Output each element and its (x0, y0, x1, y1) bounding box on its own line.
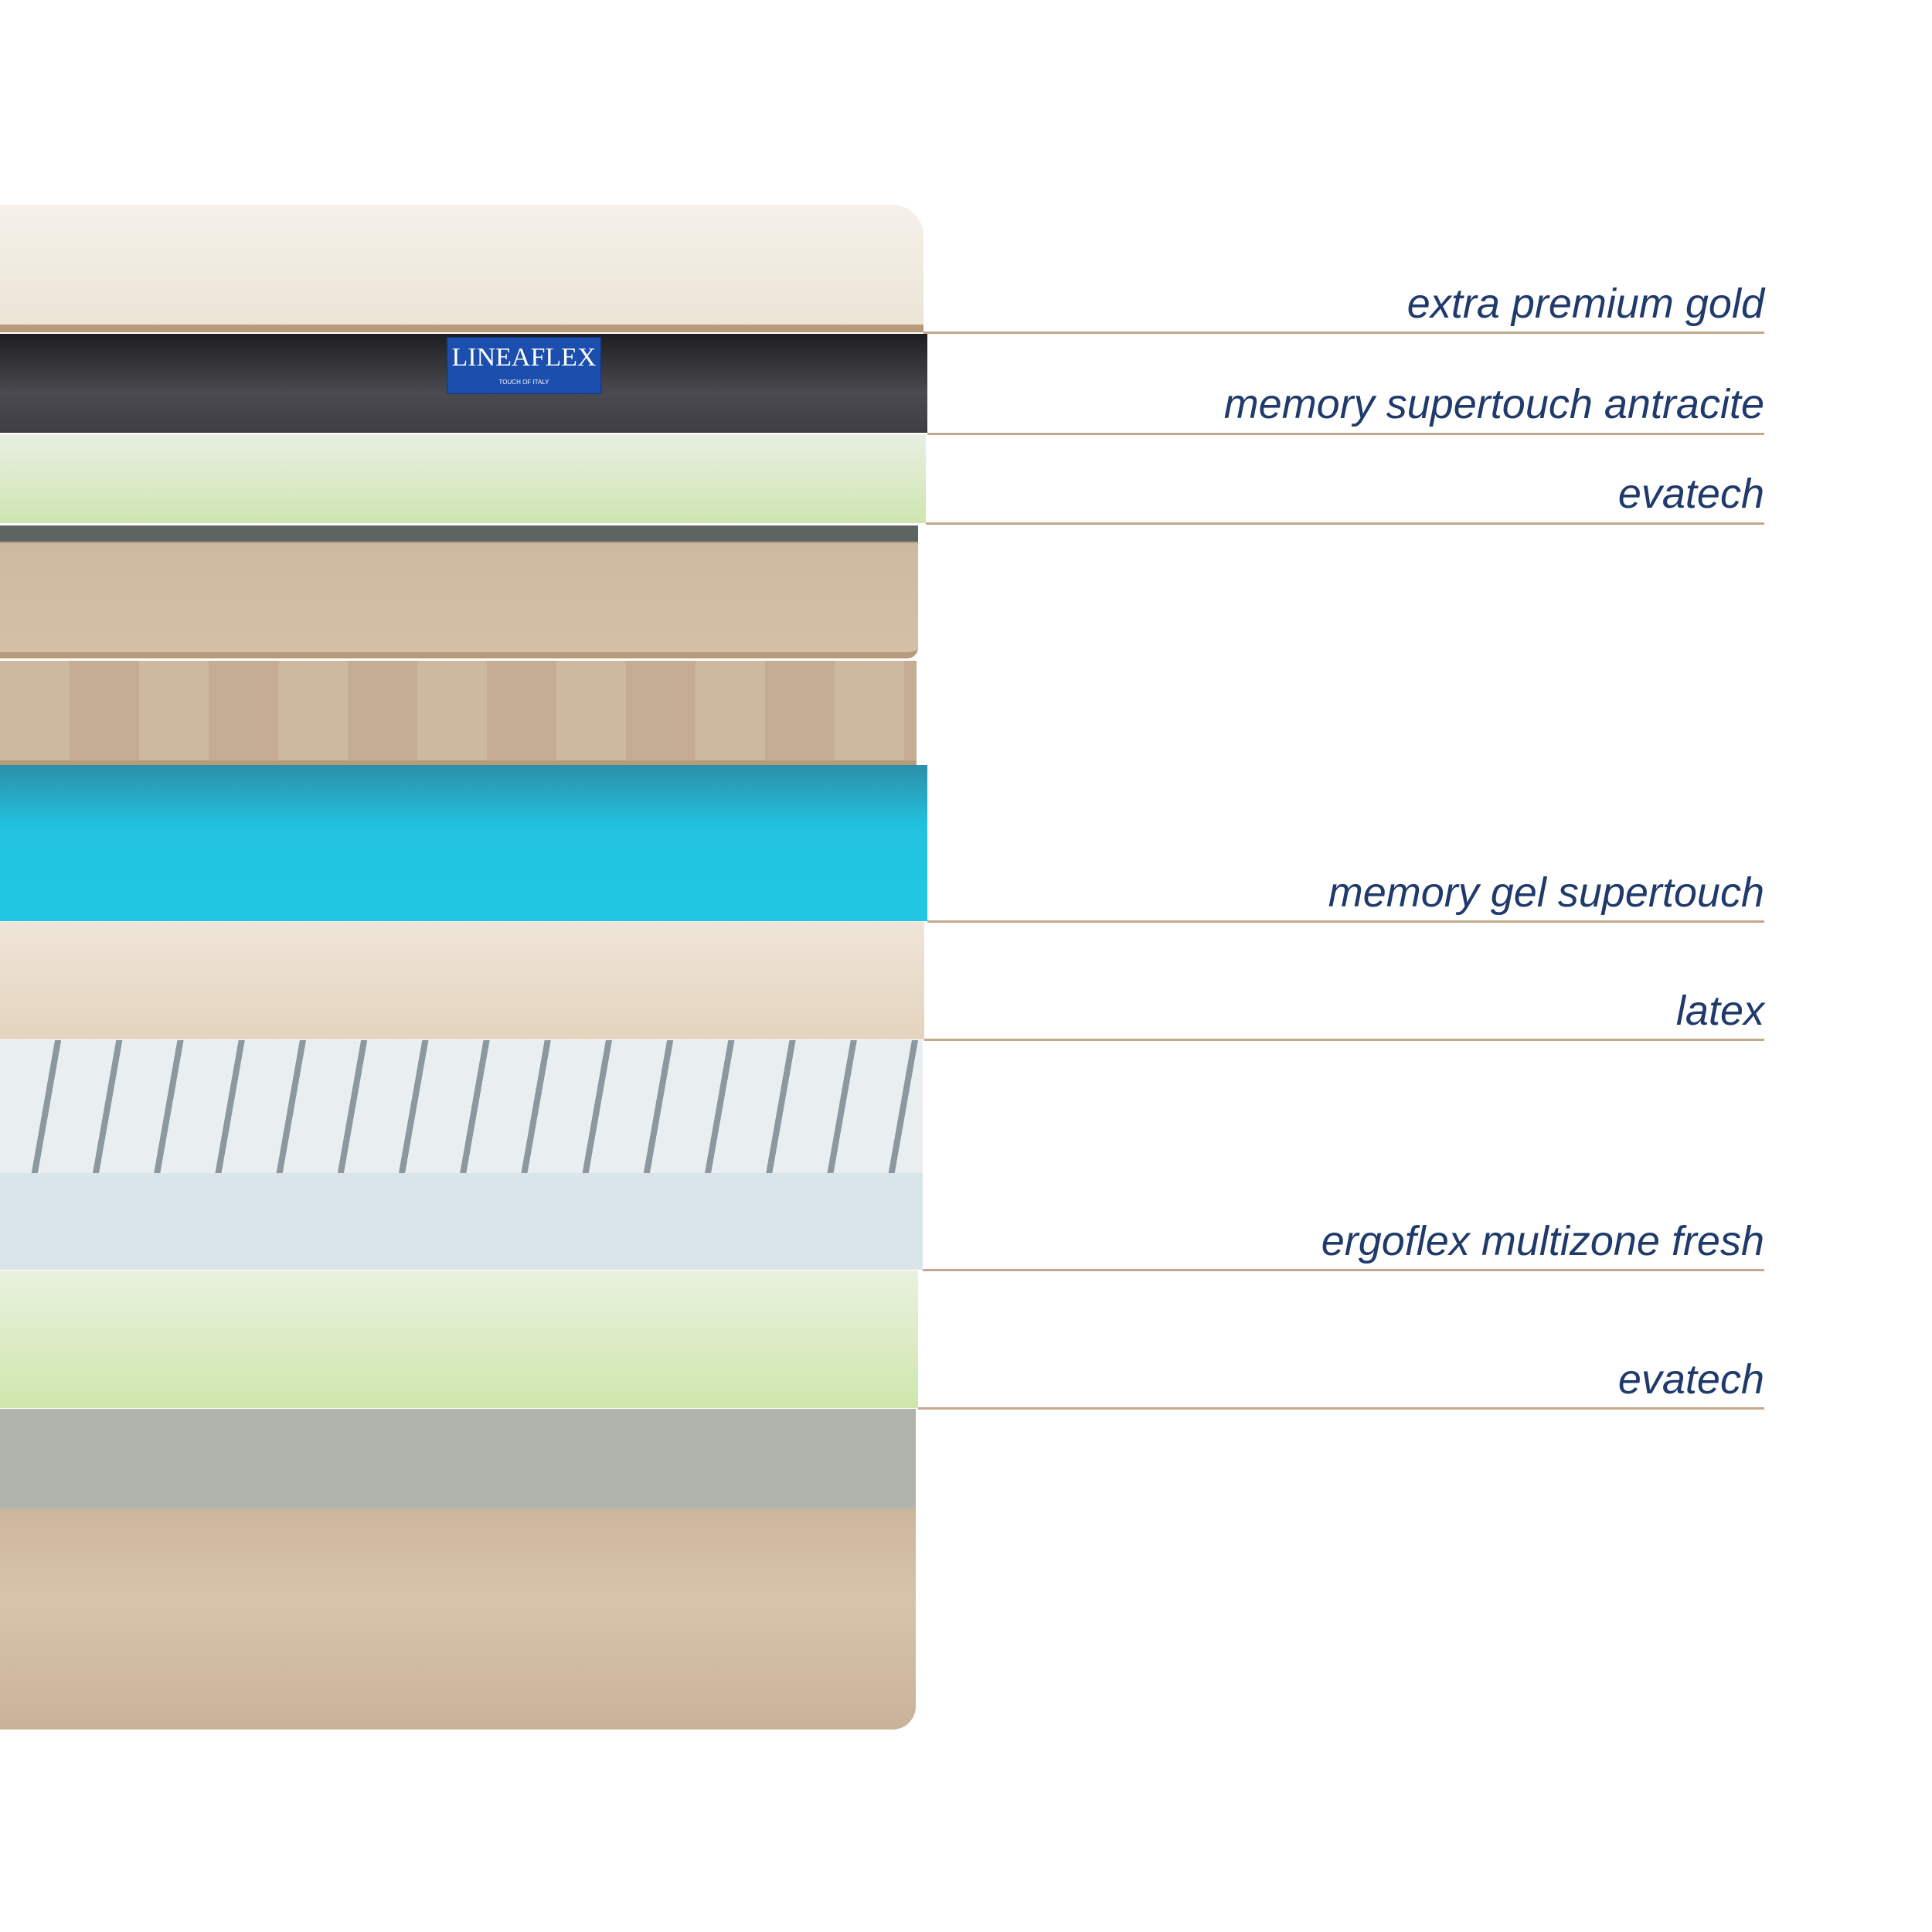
layer-label: evatech (1617, 471, 1764, 517)
leader-line (923, 1269, 1764, 1271)
leader-line (927, 920, 1764, 923)
layer-memory-gel-supertouch (0, 765, 927, 921)
brand-logo-tag: LINEAFLEX TOUCH OF ITALY (447, 337, 601, 394)
leader-line (924, 1039, 1764, 1041)
leader-line (926, 522, 1764, 525)
layer-mattress-base (0, 1409, 916, 1730)
layer-ergoflex-multizone-fresh (0, 1040, 923, 1270)
layer-label: latex (1675, 988, 1764, 1034)
layer-evatech-bottom (0, 1270, 918, 1408)
brand-tagline: TOUCH OF ITALY (498, 379, 549, 386)
leader-line (927, 433, 1764, 435)
layer-label: memory supertouch antracite (1223, 381, 1764, 427)
layer-label: ergoflex multizone fresh (1321, 1218, 1764, 1264)
layer-quilted-band (0, 661, 917, 765)
layer-label: memory gel supertouch (1328, 869, 1764, 916)
layer-fabric-band (0, 526, 918, 658)
leader-line (918, 1407, 1764, 1410)
layer-latex (0, 922, 924, 1039)
layer-evatech-top (0, 434, 926, 523)
layer-label: extra premium gold (1406, 281, 1764, 327)
brand-name: LINEAFLEX (451, 343, 597, 372)
leader-line (923, 332, 1764, 334)
layer-extra-premium-gold (0, 205, 923, 332)
layer-label: evatech (1617, 1356, 1764, 1403)
